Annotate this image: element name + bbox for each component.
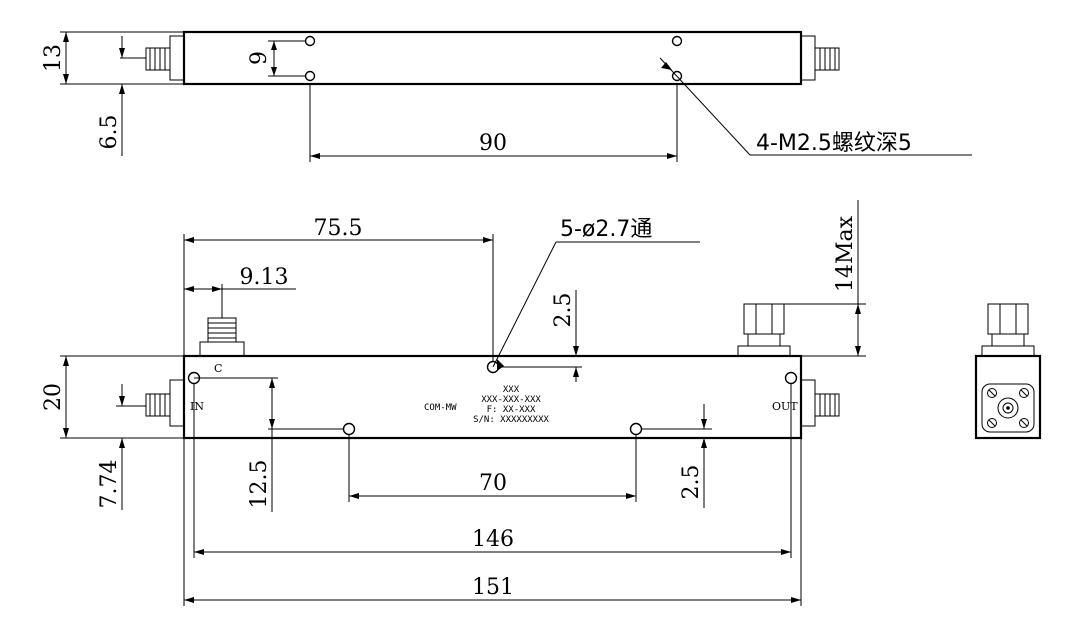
front-coupled-connector bbox=[199, 317, 245, 357]
side-flange bbox=[981, 383, 1035, 433]
front-hole bbox=[342, 422, 356, 436]
port-label-in: IN bbox=[190, 400, 204, 413]
dim-max-height: 14Max bbox=[833, 215, 858, 292]
dim-overall-length: 151 bbox=[472, 575, 514, 600]
top-view: 13 6.5 9 90 4-M2.5螺纹深5 bbox=[41, 30, 972, 162]
front-hole bbox=[629, 422, 643, 436]
dim-top-offset: 6.5 bbox=[97, 115, 122, 150]
side-termination bbox=[981, 303, 1035, 357]
side-port-icon bbox=[997, 397, 1019, 419]
front-hole bbox=[784, 371, 798, 385]
nameplate-frequency: F: XX-XXX bbox=[487, 405, 536, 415]
front-view: C IN OUT COM-MW XXX XXX-XXX-XXX F: XX-XX… bbox=[41, 200, 866, 606]
dim-port-height: 7.74 bbox=[97, 460, 122, 509]
front-in-connector bbox=[145, 379, 185, 427]
dim-body-height: 20 bbox=[41, 383, 66, 411]
nameplate-model: XXX bbox=[503, 385, 520, 395]
nameplate-part: XXX-XXX-XXX bbox=[481, 395, 541, 405]
dim-top-height: 13 bbox=[41, 44, 66, 72]
dim-top-hole-spacing: 9 bbox=[247, 51, 272, 65]
front-termination bbox=[737, 303, 791, 357]
top-right-connector bbox=[800, 35, 840, 81]
thread-callout: 4-M2.5螺纹深5 bbox=[756, 131, 912, 156]
dim-hole-pitch: 70 bbox=[479, 471, 507, 496]
port-label-c: C bbox=[214, 362, 222, 375]
dim-hole-side-offset: 12.5 bbox=[247, 460, 272, 509]
side-view-body bbox=[974, 354, 1042, 440]
dim-hole-span: 146 bbox=[472, 527, 514, 552]
top-hole bbox=[304, 35, 316, 47]
dim-hole-top-offset: 2.5 bbox=[551, 293, 576, 328]
dim-top-hole-pitch: 90 bbox=[479, 131, 507, 156]
dim-connector-offset: 9.13 bbox=[240, 265, 289, 290]
front-out-connector bbox=[800, 379, 840, 427]
through-holes-callout: 5-ø2.7通 bbox=[560, 217, 652, 242]
top-left-connector bbox=[145, 35, 185, 81]
dim-hole-bottom-offset: 2.5 bbox=[679, 465, 704, 500]
top-hole bbox=[671, 35, 683, 47]
top-hole bbox=[304, 70, 316, 82]
dim-front-left-to-hole: 75.5 bbox=[314, 216, 363, 241]
nameplate-serial: S/N: XXXXXXXXX bbox=[473, 415, 549, 425]
port-label-out: OUT bbox=[772, 400, 798, 413]
nameplate-brand: COM-MW bbox=[424, 403, 457, 413]
side-view bbox=[974, 303, 1042, 440]
